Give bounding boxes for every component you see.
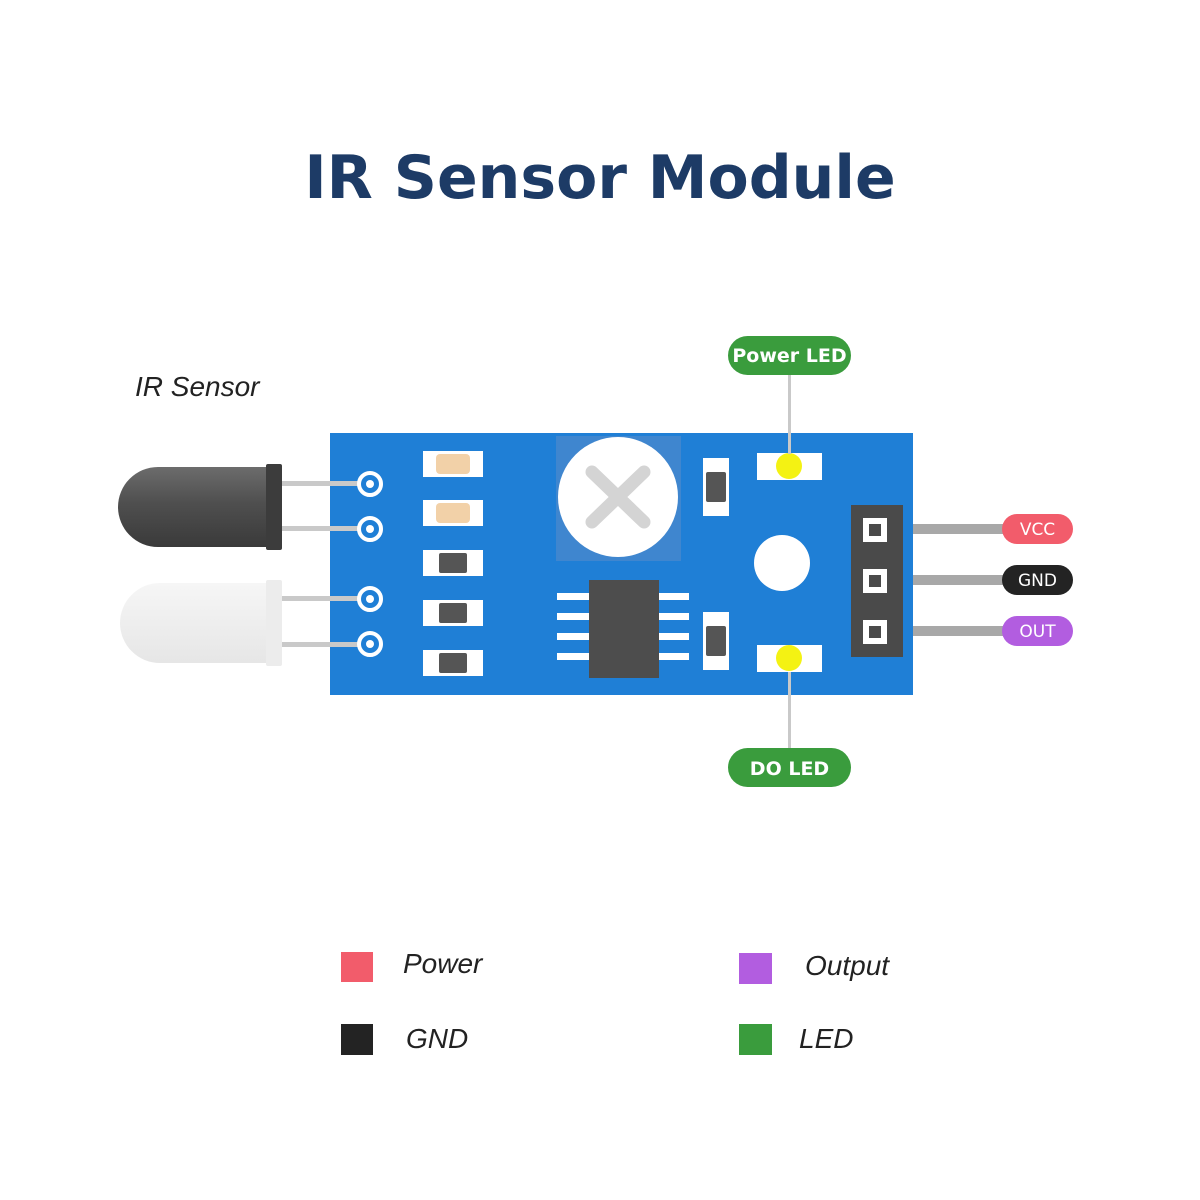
comparator-chip bbox=[557, 580, 689, 678]
gnd-wire bbox=[882, 575, 1012, 585]
ir-emitter-led bbox=[120, 580, 282, 666]
gnd-label: GND bbox=[1018, 571, 1057, 591]
legend-label-output: Output bbox=[805, 950, 890, 981]
legend-item-power: Power bbox=[341, 948, 484, 982]
vertical-smd bbox=[703, 458, 729, 670]
mounting-hole bbox=[754, 535, 810, 591]
legend-item-output: Output bbox=[739, 950, 890, 984]
power-led-callout: Power LED bbox=[728, 336, 851, 375]
ir-sensor-label: IR Sensor bbox=[135, 371, 261, 402]
legend-item-led: LED bbox=[739, 1023, 853, 1055]
out-wire bbox=[882, 626, 1012, 636]
out-label: OUT bbox=[1019, 622, 1056, 642]
vcc-label: VCC bbox=[1020, 520, 1055, 540]
pin-label-gnd: GND bbox=[1002, 565, 1073, 595]
do-led-label: DO LED bbox=[750, 758, 829, 780]
do-led-leader bbox=[788, 672, 791, 750]
legend-label-led: LED bbox=[799, 1023, 853, 1054]
page-title: IR Sensor Module bbox=[304, 143, 895, 213]
pin-label-vcc: VCC bbox=[1002, 514, 1073, 544]
led-leads bbox=[282, 481, 370, 647]
solder-pads bbox=[357, 471, 383, 657]
legend-label-gnd: GND bbox=[406, 1023, 468, 1054]
legend-swatch-gnd bbox=[341, 1024, 373, 1055]
legend-swatch-output bbox=[739, 953, 772, 984]
potentiometer bbox=[556, 436, 681, 561]
ir-receiver-led bbox=[118, 464, 282, 550]
pin-header bbox=[851, 505, 903, 657]
legend-label-power: Power bbox=[403, 948, 484, 979]
pin-label-out: OUT bbox=[1002, 616, 1073, 646]
power-led-leader bbox=[788, 372, 791, 454]
do-led-component bbox=[757, 645, 822, 672]
pin-wires bbox=[882, 524, 1012, 636]
power-led-label: Power LED bbox=[732, 345, 846, 367]
legend-swatch-led bbox=[739, 1024, 772, 1055]
vcc-wire bbox=[882, 524, 1012, 534]
legend: Power GND Output LED bbox=[341, 948, 890, 1055]
legend-swatch-power bbox=[341, 952, 373, 982]
legend-item-gnd: GND bbox=[341, 1023, 468, 1055]
do-led-callout: DO LED bbox=[728, 748, 851, 787]
power-led-component bbox=[757, 453, 822, 480]
smd-resistors bbox=[423, 451, 483, 676]
